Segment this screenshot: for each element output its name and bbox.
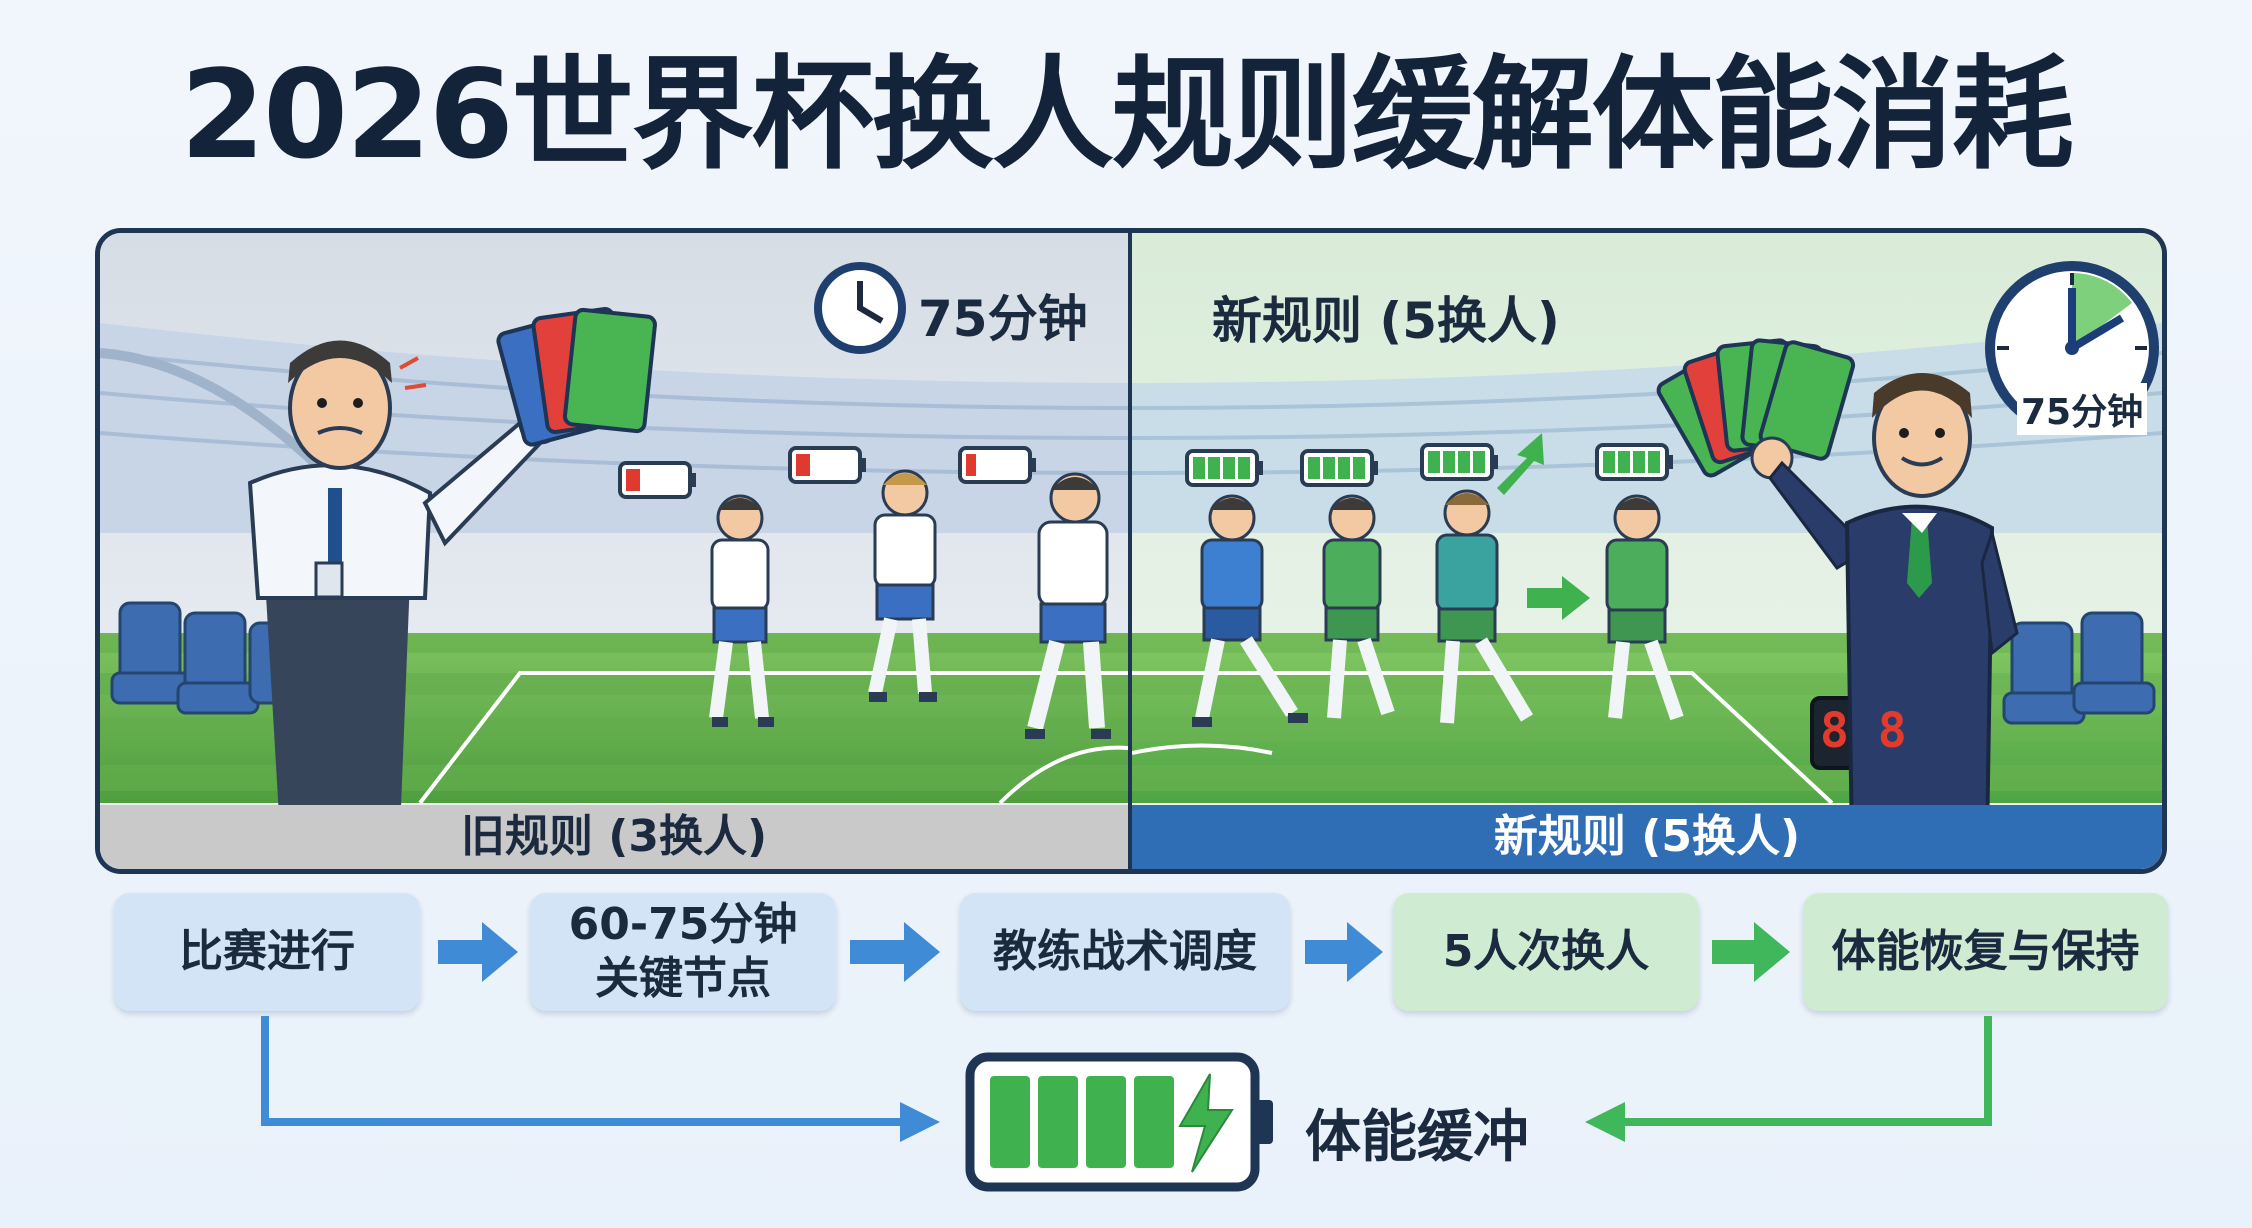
lightning-icon: [1178, 1073, 1234, 1173]
flow-step-match-in-progress: 比赛进行: [114, 893, 420, 1011]
old-rule-panel: 75分钟 旧规则 (3换人): [100, 233, 1128, 869]
tired-players: [709, 469, 1111, 739]
scoreboard-display: 8 8: [1820, 703, 1907, 759]
new-rule-heading: 新规则 (5换人): [1212, 292, 1560, 350]
new-rule-band-label: 新规则 (5换人): [1132, 805, 2162, 869]
low-battery-icons: [618, 446, 1036, 499]
flow-step-coach-tactics: 教练战术调度: [960, 893, 1290, 1011]
page-title: 2026世界杯换人规则缓解体能消耗: [180, 44, 2074, 186]
clock-time-label: 75分钟: [2017, 383, 2148, 435]
fresh-players: [1192, 489, 1684, 727]
comparison-panels: 75分钟 旧规则 (3换人): [95, 228, 2167, 874]
arrow-right-icon: [850, 922, 940, 982]
flow-step-five-subs: 5人次换人: [1393, 893, 1699, 1011]
arrow-right-icon: [438, 922, 518, 982]
full-battery-icons: [1185, 443, 1673, 487]
new-rule-panel: 新规则 (5换人) 75分钟 8 8 新规则 (5换人): [1132, 233, 2162, 869]
clock-icon: [814, 262, 906, 354]
substitution-cards: [496, 307, 657, 447]
arrow-right-icon: [1305, 922, 1383, 982]
confident-coach: [1750, 373, 2019, 849]
stamina-buffer-label: 体能缓冲: [1305, 1105, 1529, 1170]
old-rule-time-label: 75分钟: [918, 290, 1088, 348]
new-rule-illustration: [1132, 233, 2162, 869]
substitution-cards: [1656, 338, 1856, 478]
panel-divider: [1128, 233, 1132, 869]
battery-charging-icon: [965, 1052, 1273, 1192]
flow-step-key-moment: 60-75分钟关键节点: [530, 893, 836, 1011]
arrow-right-icon: [1712, 922, 1790, 982]
flow-step-recovery: 体能恢复与保持: [1803, 893, 2168, 1011]
old-rule-band-label: 旧规则 (3换人): [100, 805, 1128, 869]
old-rule-illustration: [100, 233, 1128, 869]
